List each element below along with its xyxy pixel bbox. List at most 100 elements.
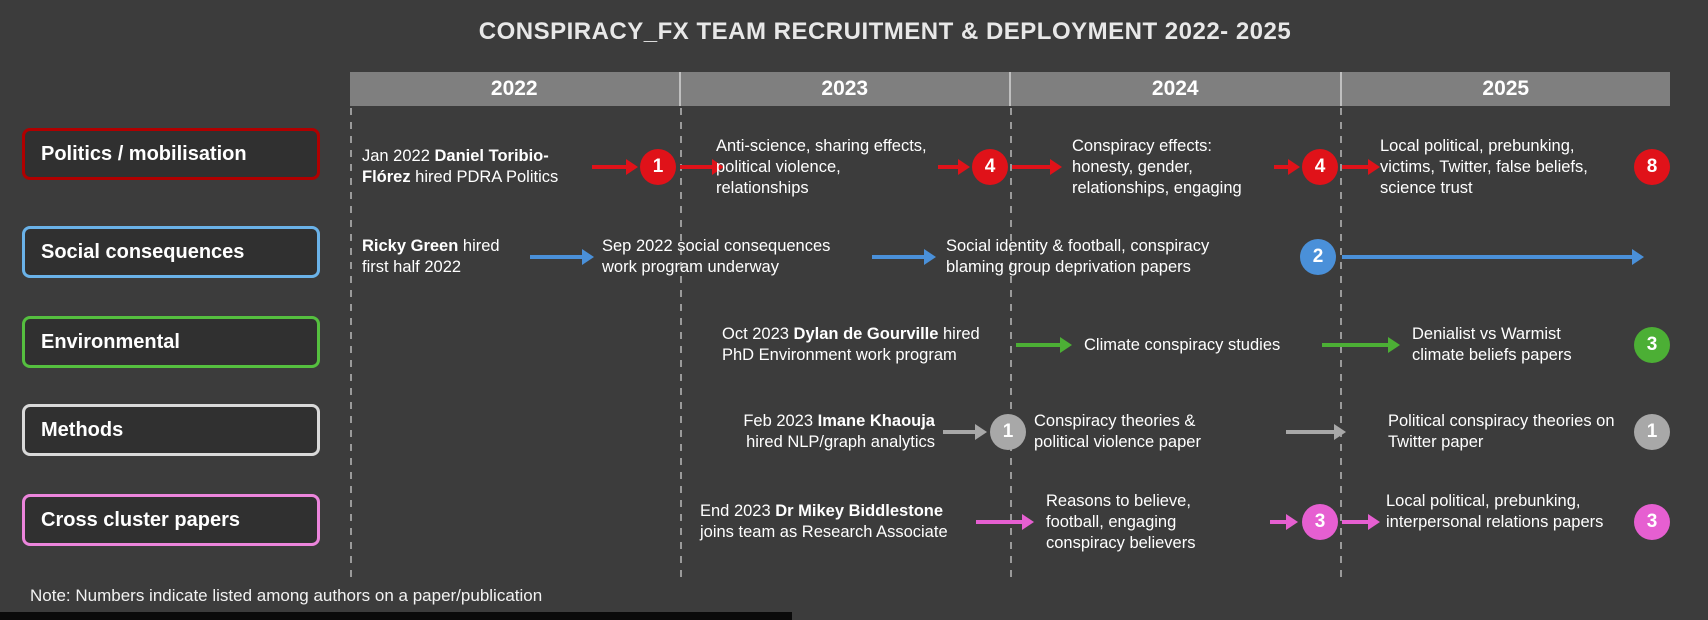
arrow-head-icon	[1334, 424, 1346, 440]
milestone-text: Jan 2022 Daniel Toribio-Flórez hired PDR…	[362, 146, 588, 188]
text-run: joins team as Research Associate	[700, 523, 948, 541]
category-social-consequences: Social consequences	[22, 226, 320, 278]
paper-count-badge: 3	[1302, 504, 1338, 540]
paper-count-badge: 1	[990, 414, 1026, 450]
arrow-shaft	[1286, 430, 1334, 434]
column-divider-2023	[680, 108, 682, 578]
text-run: hired first half 2022	[362, 237, 500, 276]
flow-arrow-icon	[1322, 337, 1400, 353]
year-column-2025: 2025	[1341, 72, 1670, 106]
milestone-text: Reasons to believe, football, engaging c…	[1046, 492, 1196, 552]
paper-count-badge: 4	[972, 149, 1008, 185]
milestone-text: Sep 2022 social consequences work progra…	[602, 237, 831, 276]
milestone-text: Anti-science, sharing effects, political…	[716, 137, 927, 197]
text-run: Feb 2023	[743, 412, 818, 430]
flow-arrow-icon	[592, 159, 638, 175]
category-politics-mobilisation: Politics / mobilisation	[22, 128, 320, 180]
page-title: CONSPIRACY_FX TEAM RECRUITMENT & DEPLOYM…	[478, 18, 1292, 45]
paper-count-badge: 8	[1634, 149, 1670, 185]
arrow-head-icon	[1632, 249, 1644, 265]
person-name: Dr Mikey Biddlestone	[775, 502, 944, 520]
milestone-text: Ricky Green hired first half 2022	[362, 236, 522, 278]
footnote: Note: Numbers indicate listed among auth…	[30, 586, 543, 605]
person-name: Imane Khaouja	[817, 412, 935, 430]
arrow-shaft	[1016, 343, 1060, 347]
text-run: hired PhD Environment work program	[722, 325, 980, 364]
arrow-head-icon	[1060, 337, 1072, 353]
category-label: Politics / mobilisation	[41, 142, 247, 165]
flow-arrow-icon	[1016, 337, 1072, 353]
milestone-text: Social identity & football, conspiracy b…	[946, 237, 1210, 276]
flow-arrow-icon	[943, 424, 987, 440]
year-column-2022: 2022	[350, 72, 679, 106]
category-label: Social consequences	[41, 240, 245, 263]
category-environmental: Environmental	[22, 316, 320, 368]
year-header: 2022 2023 2024 2025	[350, 72, 1670, 106]
arrow-shaft	[1274, 165, 1288, 169]
person-name: Ricky Green	[362, 237, 459, 255]
arrow-head-icon	[1288, 159, 1300, 175]
text-run: Oct 2023	[722, 325, 794, 343]
text-run: End 2023	[700, 502, 776, 520]
arrow-shaft	[872, 255, 924, 259]
milestone-text: Feb 2023 Imane Khaouja hired NLP/graph a…	[723, 411, 935, 453]
milestone-text: Local political, prebunking, victims, Tw…	[1380, 137, 1588, 197]
flow-arrow-icon	[1270, 514, 1298, 530]
arrow-shaft	[1012, 165, 1050, 169]
milestone-text: Political conspiracy theories on Twitter…	[1388, 412, 1615, 451]
flow-arrow-icon	[938, 159, 970, 175]
flow-arrow-icon	[1342, 249, 1644, 265]
arrow-head-icon	[958, 159, 970, 175]
arrow-shaft	[1342, 520, 1368, 524]
arrow-head-icon	[1022, 514, 1034, 530]
flow-arrow-icon	[1286, 424, 1346, 440]
category-label: Methods	[41, 418, 124, 441]
category-cross-cluster-papers: Cross cluster papers	[22, 494, 320, 546]
flow-arrow-icon	[1274, 159, 1300, 175]
flow-arrow-icon	[530, 249, 594, 265]
text-run: Jan 2022	[362, 147, 435, 165]
arrow-head-icon	[626, 159, 638, 175]
milestone-text: Oct 2023 Dylan de Gourville hired PhD En…	[722, 324, 1007, 366]
column-divider-2022	[350, 108, 352, 578]
text-run: hired NLP/graph analytics	[746, 433, 935, 451]
milestone-text: Local political, prebunking, interperson…	[1386, 492, 1604, 531]
milestone-text: End 2023 Dr Mikey Biddlestone joins team…	[700, 501, 962, 543]
arrow-shaft	[938, 165, 958, 169]
arrow-head-icon	[1368, 514, 1380, 530]
arrow-shaft	[943, 430, 975, 434]
paper-count-badge: 3	[1634, 327, 1670, 363]
text-run: hired PDRA Politics	[410, 168, 559, 186]
paper-count-badge: 3	[1634, 504, 1670, 540]
flow-arrow-icon	[976, 514, 1034, 530]
flow-arrow-icon	[1012, 159, 1062, 175]
person-name: Dylan de Gourville	[793, 325, 939, 343]
paper-count-badge: 1	[1634, 414, 1670, 450]
arrow-head-icon	[1368, 159, 1380, 175]
arrow-head-icon	[712, 159, 724, 175]
arrow-shaft	[1342, 255, 1632, 259]
arrow-head-icon	[924, 249, 936, 265]
milestone-text: Conspiracy theories & political violence…	[1034, 412, 1201, 451]
arrow-head-icon	[1388, 337, 1400, 353]
arrow-shaft	[1270, 520, 1286, 524]
arrow-shaft	[680, 165, 712, 169]
arrow-head-icon	[1050, 159, 1062, 175]
arrow-shaft	[592, 165, 626, 169]
paper-count-badge: 4	[1302, 149, 1338, 185]
flow-arrow-icon	[680, 159, 724, 175]
milestone-text: Denialist vs Warmist climate beliefs pap…	[1412, 325, 1572, 364]
arrow-shaft	[976, 520, 1022, 524]
category-methods: Methods	[22, 404, 320, 456]
arrow-shaft	[1342, 165, 1368, 169]
arrow-shaft	[1322, 343, 1388, 347]
person-name: Daniel Toribio-Flórez	[362, 147, 549, 186]
paper-count-badge: 1	[640, 149, 676, 185]
flow-arrow-icon	[1342, 514, 1380, 530]
column-divider-2024	[1010, 108, 1012, 578]
category-label: Cross cluster papers	[41, 508, 240, 531]
milestone-text: Climate conspiracy studies	[1084, 336, 1281, 354]
bottom-strip	[0, 612, 792, 620]
flow-arrow-icon	[1342, 159, 1380, 175]
